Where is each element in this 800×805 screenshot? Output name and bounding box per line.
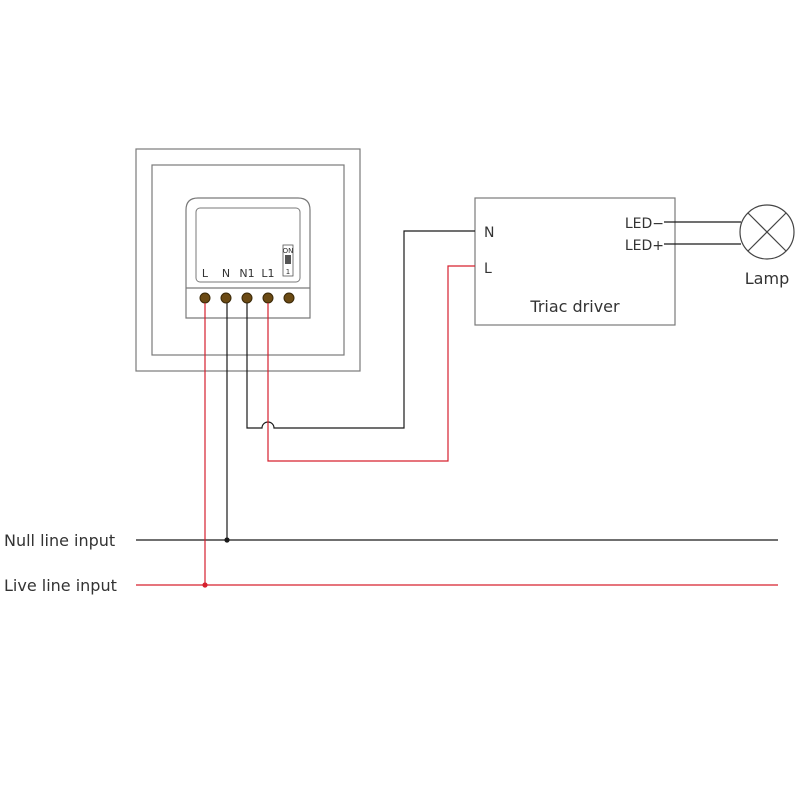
lamp-cross-b xyxy=(747,212,787,252)
wall-plate-inner xyxy=(151,164,345,356)
live-line-label: Live line input xyxy=(4,576,117,595)
dip-on-label: ON xyxy=(283,247,294,255)
null-line-label: Null line input xyxy=(4,531,115,550)
triac-driver: N L LED− LED+ Triac driver xyxy=(474,197,676,326)
dip-switch-housing xyxy=(282,244,294,277)
terminal-label-n1: N1 xyxy=(239,267,254,280)
terminal-screw-l xyxy=(199,292,211,304)
dip-switch-lever xyxy=(285,255,291,264)
terminal-label-l1: L1 xyxy=(261,267,274,280)
driver-output-plus: LED+ xyxy=(625,238,664,254)
driver-box xyxy=(474,197,676,326)
dip-switch: ON 1 xyxy=(282,244,294,277)
terminal-screw-n1 xyxy=(241,292,253,304)
terminal-screw-extra xyxy=(283,292,295,304)
module-body xyxy=(185,197,311,319)
lamp-label: Lamp xyxy=(745,269,789,288)
terminal-screw-l1 xyxy=(262,292,274,304)
wall-plate xyxy=(135,148,361,372)
switch-module: ON 1 L N N1 L1 xyxy=(185,197,311,319)
wall-plate-outer xyxy=(135,148,361,372)
wire-n1-to-driver-n xyxy=(246,230,475,429)
junction-live xyxy=(202,582,208,588)
lamp-symbol xyxy=(739,204,795,260)
terminal-screw-n xyxy=(220,292,232,304)
terminal-label-n: N xyxy=(222,267,230,280)
driver-output-minus: LED− xyxy=(625,216,664,232)
module-window xyxy=(195,207,301,283)
lamp: Lamp xyxy=(739,204,795,288)
driver-title: Triac driver xyxy=(529,297,620,316)
driver-input-l: L xyxy=(484,261,492,277)
junction-null xyxy=(224,537,230,543)
terminal-label-l: L xyxy=(202,267,209,280)
terminal-screws xyxy=(199,292,295,304)
wire-l1-to-driver-l xyxy=(267,265,475,462)
dip-position-label: 1 xyxy=(286,268,290,276)
driver-input-n: N xyxy=(484,225,494,241)
